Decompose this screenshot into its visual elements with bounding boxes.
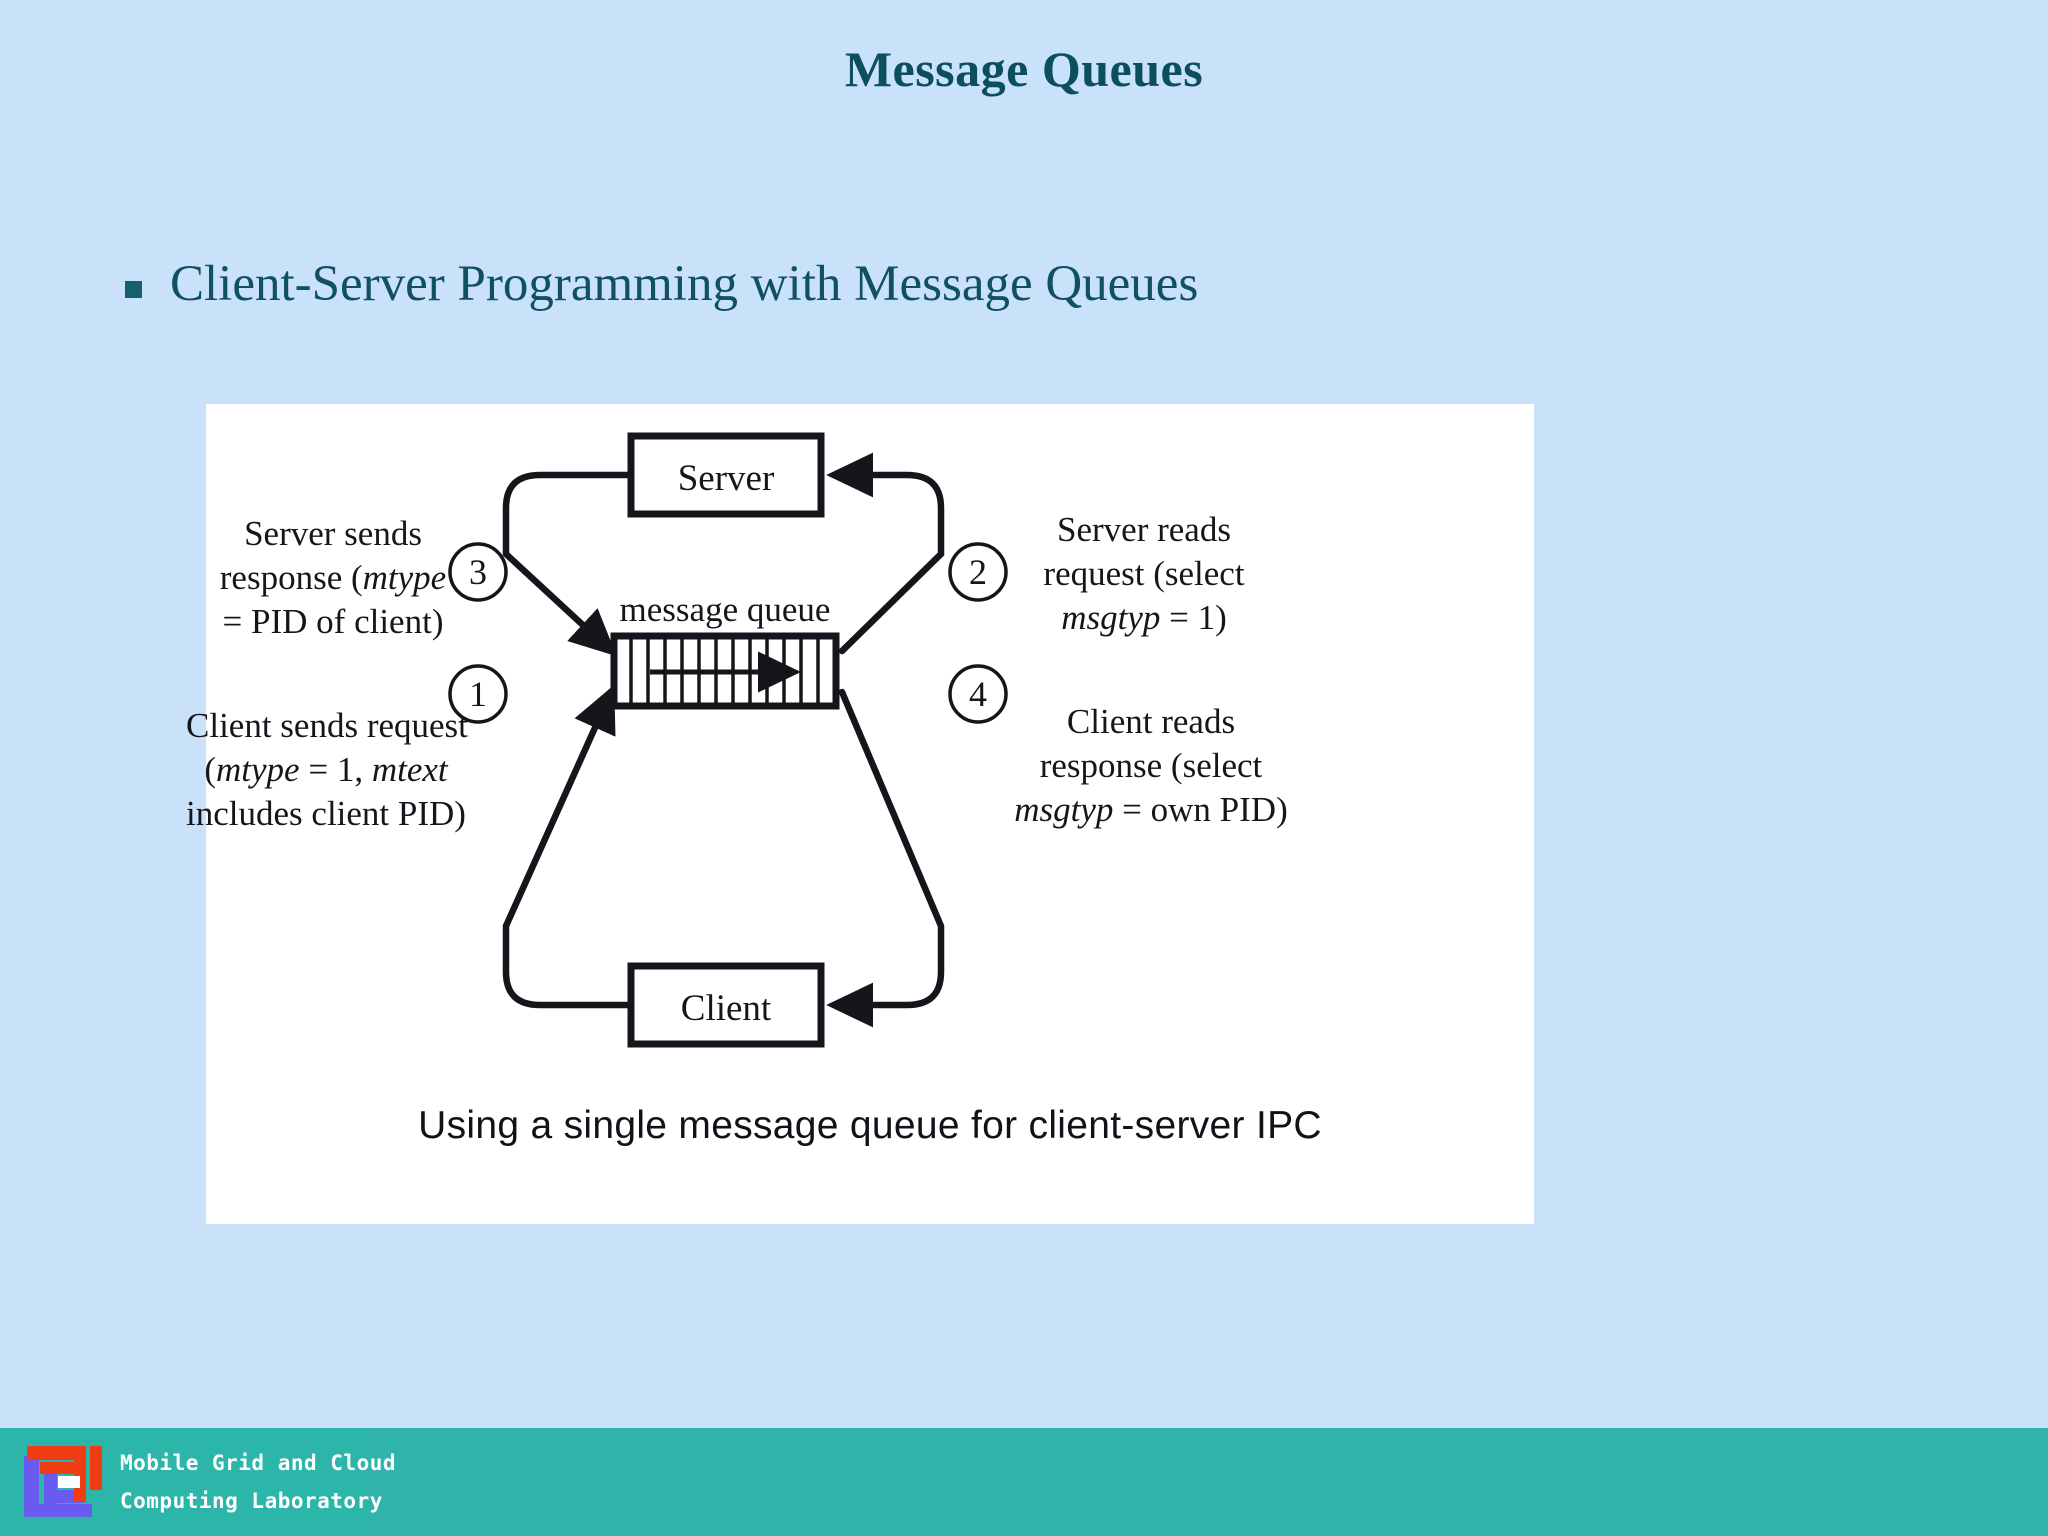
page-title: Message Queues <box>844 41 1204 97</box>
footer-line-2: Computing Laboratory <box>120 1489 383 1513</box>
step-3-line2-pre: response ( <box>219 558 363 598</box>
client-box-label: Client <box>680 988 772 1029</box>
step-circle-2 <box>948 542 1008 602</box>
step-number-1: 1 <box>469 674 487 714</box>
step-1-line-3: includes client PID) <box>186 794 466 834</box>
step-3-text: Server sends response (mtype = PID of cl… <box>210 512 456 644</box>
step-number-4: 4 <box>969 674 987 714</box>
arrow-queue-to-server <box>826 452 945 655</box>
step-1-line-1: Client sends request <box>186 706 468 745</box>
bullet-item-label: Client-Server Programming with Message Q… <box>170 256 1199 312</box>
footer-logo-area: Mobile Grid and Cloud Computing Laborato… <box>0 1428 396 1536</box>
step-4-line-3: msgtyp = own PID) <box>1006 788 1296 832</box>
footer-line-1: Mobile Grid and Cloud <box>120 1451 397 1475</box>
step-4-line3-var: msgtyp <box>1014 790 1114 830</box>
step-3-line-3: = PID of client) <box>222 602 444 642</box>
step-circle-4 <box>948 664 1008 724</box>
figure-panel: Server Client message queue Server sends… <box>186 404 1534 1224</box>
step-1-line2-var1: mtype <box>216 750 300 790</box>
step-3-line2-var: mtype <box>362 558 447 598</box>
step-3-line-2: response (mtype <box>210 556 456 600</box>
arrow-queue-to-client <box>826 688 945 1028</box>
step-4-line-1: Client reads <box>1066 702 1236 741</box>
footer-lab-name: Mobile Grid and Cloud Computing Laborato… <box>120 1444 396 1520</box>
step-circle-3 <box>448 542 508 602</box>
step-4-line3-post: = own PID) <box>1113 790 1288 830</box>
step-2-line3-post: = 1) <box>1160 598 1227 638</box>
message-queue-label: message queue <box>619 590 831 629</box>
step-2-line3-var: msgtyp <box>1061 598 1161 638</box>
lab-logo-icon <box>24 1446 102 1517</box>
step-circle-1 <box>448 664 508 724</box>
figure-caption: Using a single message queue for client-… <box>418 1104 1322 1147</box>
footer-band: Mobile Grid and Cloud Computing Laborato… <box>0 1428 2048 1536</box>
server-box-label: Server <box>677 458 775 499</box>
step-1-line2-mid: = 1, <box>299 750 372 790</box>
step-1-line2-pre: ( <box>204 750 217 790</box>
step-number-2: 2 <box>969 552 987 592</box>
square-bullet-icon <box>125 281 142 298</box>
step-1-text: Client sends request (mtype = 1, mtext i… <box>186 704 468 836</box>
arrow-client-to-queue <box>502 684 635 1009</box>
step-3-line-1: Server sends <box>244 514 422 553</box>
figure-diagram-svg <box>448 432 1008 1048</box>
step-number-3: 3 <box>469 552 487 592</box>
step-2-line-2: request (select <box>1043 554 1245 594</box>
step-4-line-2: response (select <box>1039 746 1263 786</box>
step-2-text: Server reads request (select msgtyp = 1) <box>1012 508 1276 640</box>
arrow-server-to-queue <box>502 471 635 657</box>
step-1-line-2: (mtype = 1, mtext <box>186 748 466 792</box>
bullet-list-item: Client-Server Programming with Message Q… <box>125 255 1198 314</box>
client-box-shape <box>627 962 825 1048</box>
step-2-line-3: msgtyp = 1) <box>1012 596 1276 640</box>
step-2-line-1: Server reads <box>1057 510 1231 549</box>
step-4-text: Client reads response (select msgtyp = o… <box>1006 700 1296 832</box>
step-1-line2-var2: mtext <box>371 750 448 790</box>
